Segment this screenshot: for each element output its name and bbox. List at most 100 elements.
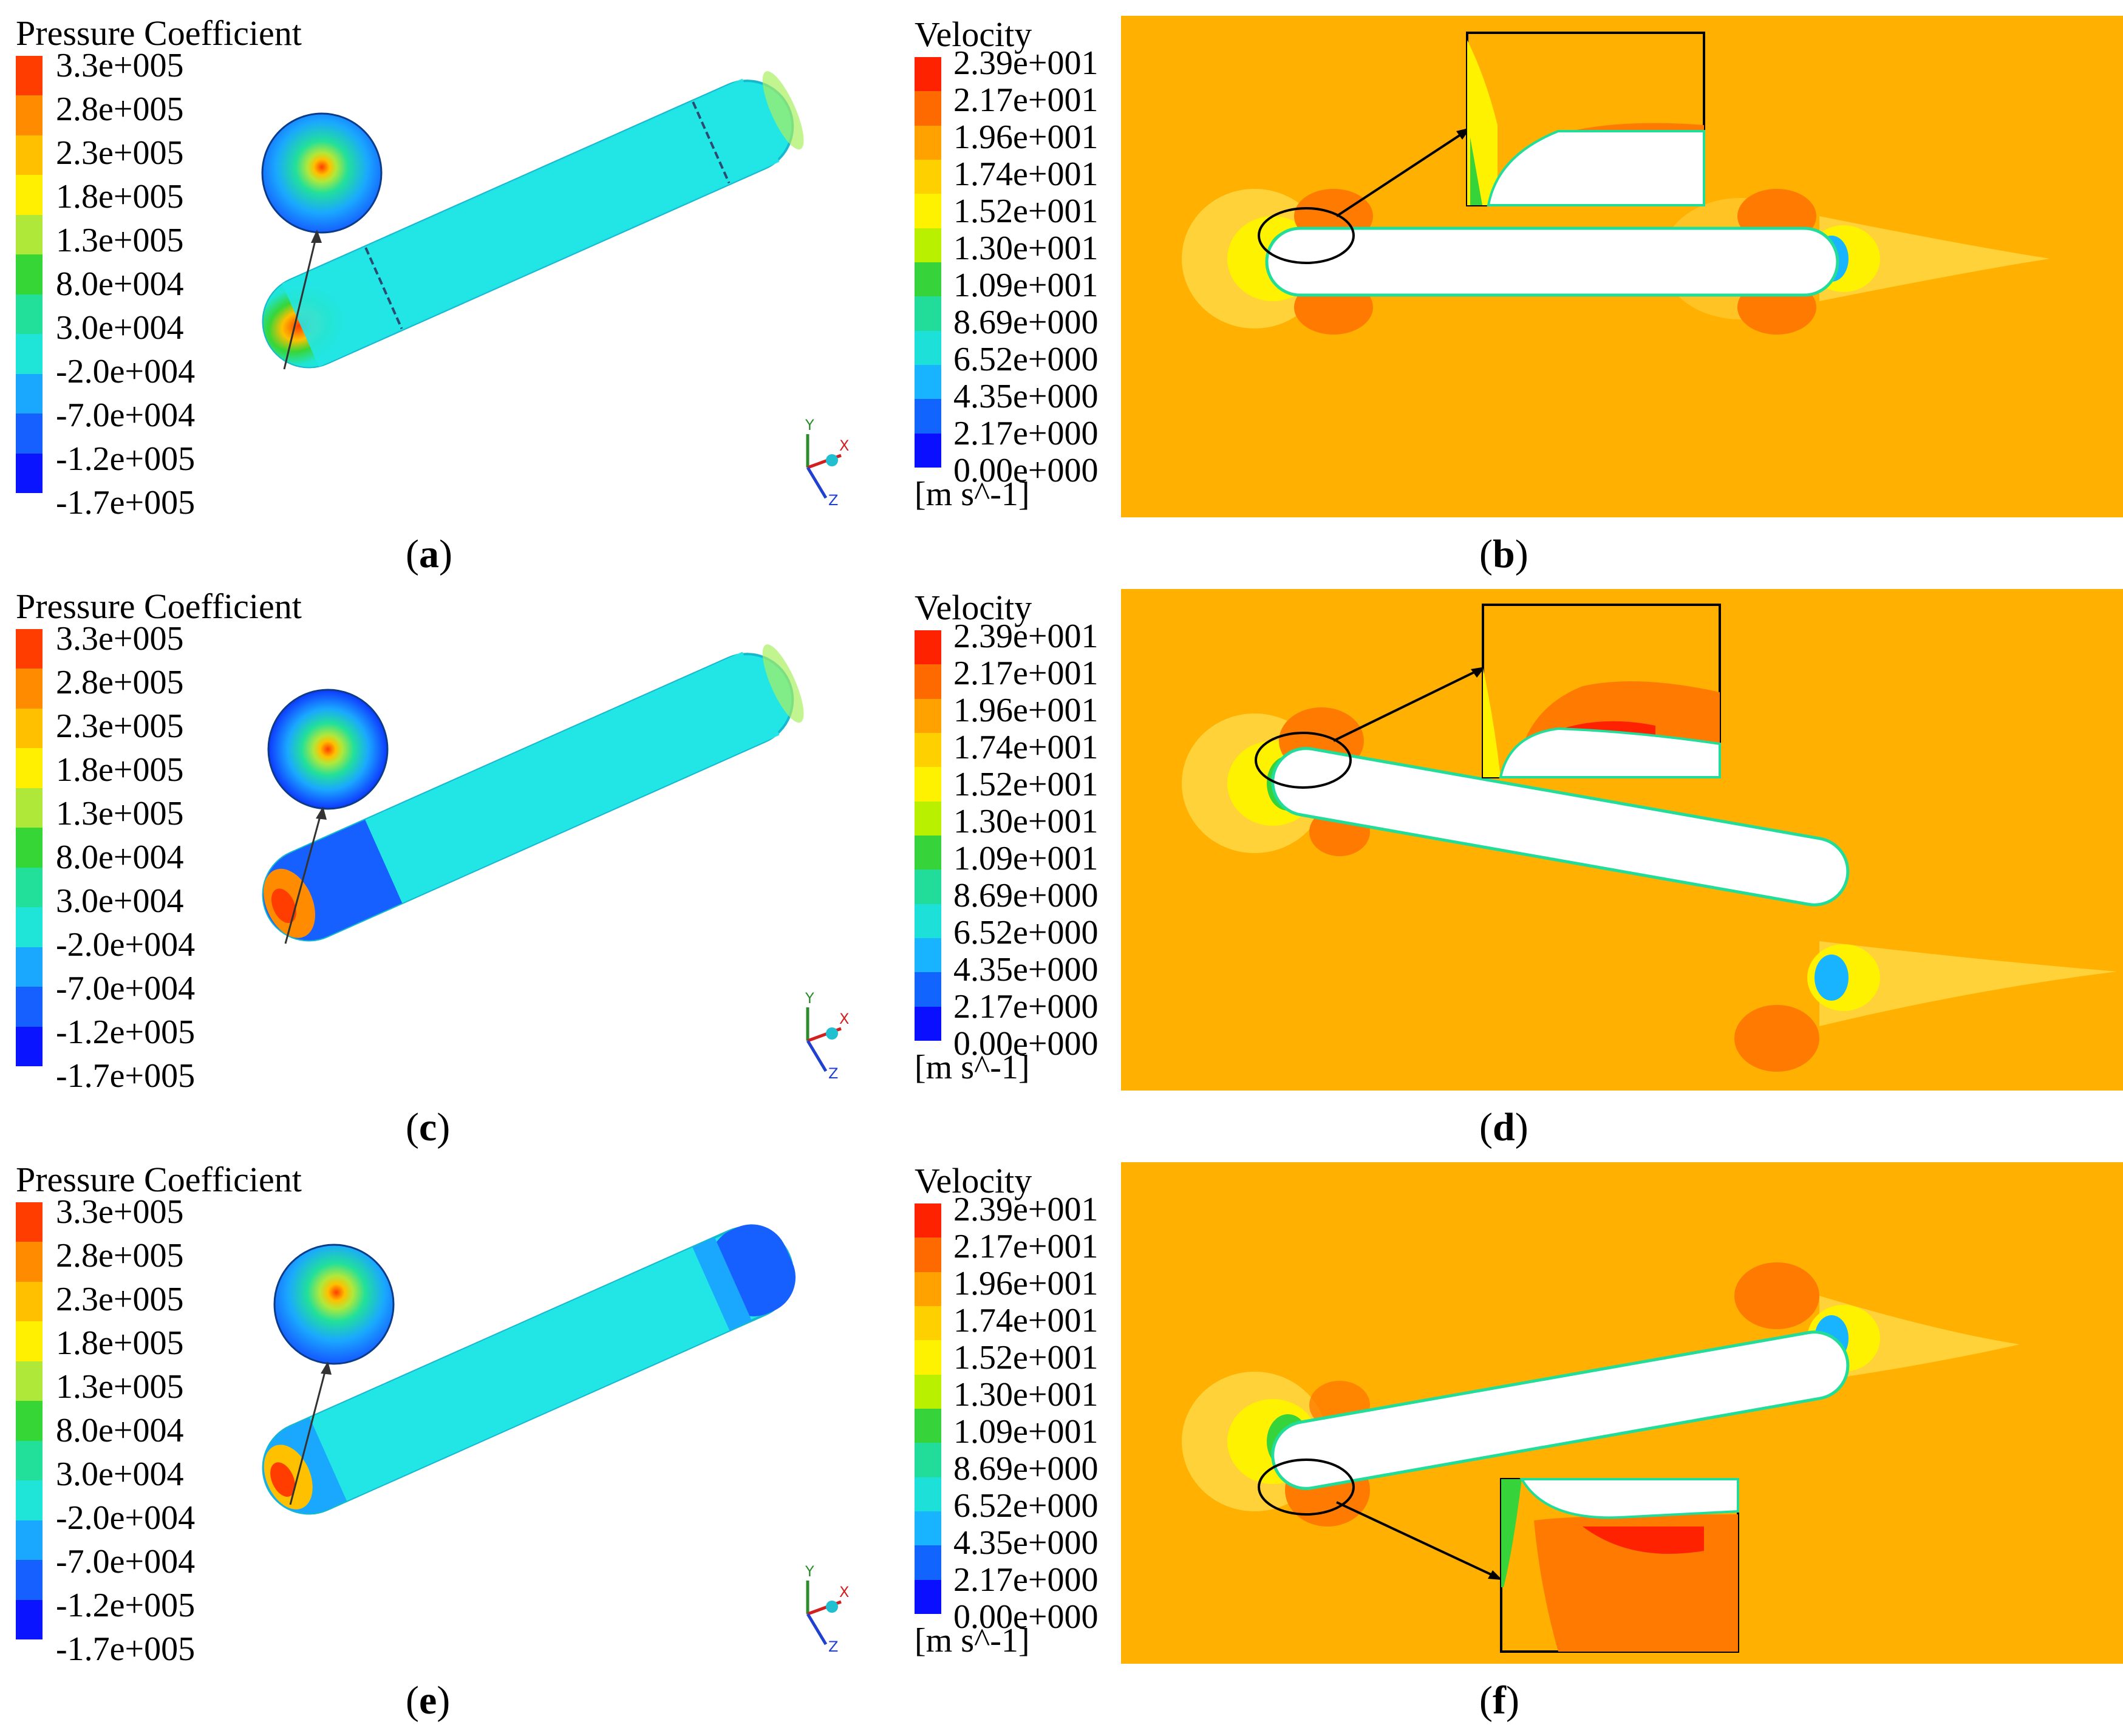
colorbar-swatch: [16, 254, 43, 294]
colorbar-swatch: [915, 630, 941, 665]
colorbar-swatch: [915, 1443, 941, 1477]
axis-z-label: Z: [828, 1065, 838, 1082]
caption-a: (a): [406, 532, 452, 576]
colorbar-swatch: [16, 1401, 43, 1441]
legend-tick-label: 2.3e+005: [56, 707, 184, 745]
colorbar-swatch: [16, 294, 43, 335]
velocity-legend-title: Velocity: [915, 1161, 1032, 1200]
legend-tick-label: 1.52e+001: [953, 766, 1099, 803]
pressure-legend-title: Pressure Coefficient: [16, 1160, 302, 1199]
legend-tick-label: 2.8e+005: [56, 1237, 184, 1275]
colorbar-swatch: [915, 801, 941, 836]
legend-tick-label: 8.0e+004: [56, 1412, 184, 1449]
colorbar-swatch: [16, 669, 43, 709]
legend-tick-label: 0.00e+000: [953, 1025, 1099, 1063]
pressure-colorbar: [16, 629, 43, 1066]
colorbar-swatch: [915, 870, 941, 904]
legend-tick-label: -1.2e+005: [56, 1587, 196, 1624]
colorbar-swatch: [915, 57, 941, 92]
colorbar-swatch: [16, 1361, 43, 1401]
colorbar-swatch: [915, 1579, 941, 1614]
legend-tick-label: 2.39e+001: [953, 44, 1099, 82]
legend-tick-label: 6.52e+000: [953, 341, 1099, 378]
colorbar-swatch: [915, 1340, 941, 1375]
legend-tick-label: 1.74e+001: [953, 729, 1099, 766]
legend-tick-label: 1.3e+005: [56, 222, 184, 259]
colorbar-swatch: [16, 373, 43, 414]
legend-tick-label: 2.17e+000: [953, 1561, 1099, 1599]
colorbar-swatch: [16, 1480, 43, 1520]
colorbar-swatch: [915, 1203, 941, 1238]
axis-z-label: Z: [828, 492, 838, 509]
legend-tick-label: 0.00e+000: [953, 1598, 1099, 1636]
colorbar-swatch: [16, 1281, 43, 1322]
legend-tick-label: 1.30e+001: [953, 1376, 1099, 1414]
legend-tick-label: 1.74e+001: [953, 155, 1099, 193]
caption-c: (c): [406, 1105, 451, 1149]
legend-tick-label: 4.35e+000: [953, 378, 1099, 415]
pressure-legend-title: Pressure Coefficient: [16, 13, 302, 53]
colorbar-swatch: [915, 767, 941, 802]
legend-tick-label: 2.3e+005: [56, 1281, 184, 1318]
legend-tick-label: 1.8e+005: [56, 751, 184, 789]
axis-y-label: Y: [805, 1563, 814, 1580]
legend-tick-label: 1.8e+005: [56, 1324, 184, 1362]
legend-tick-label: 2.3e+005: [56, 134, 184, 172]
velocity-contour-field: [1121, 589, 2123, 1091]
legend-tick-label: 1.09e+001: [953, 267, 1099, 304]
legend-tick-label: 1.96e+001: [953, 1265, 1099, 1302]
legend-tick-label: 8.0e+004: [56, 265, 184, 303]
colorbar-swatch: [16, 788, 43, 828]
colorbar-swatch: [16, 629, 43, 669]
pressure-colorbar: [16, 1202, 43, 1639]
legend-tick-label: 2.8e+005: [56, 664, 184, 701]
velocity-colorbar: [915, 630, 941, 1041]
colorbar-swatch: [915, 1305, 941, 1341]
colorbar-swatch: [915, 296, 941, 331]
legend-tick-label: 8.69e+000: [953, 304, 1099, 341]
colorbar-swatch: [16, 214, 43, 255]
legend-tick-label: 0.00e+000: [953, 452, 1099, 489]
velocity-colorbar: [915, 1203, 941, 1614]
legend-tick-label: 3.0e+004: [56, 309, 184, 347]
legend-tick-label: -1.2e+005: [56, 440, 196, 478]
colorbar-swatch: [915, 972, 941, 1007]
colorbar-swatch: [915, 159, 941, 194]
legend-tick-label: -2.0e+004: [56, 926, 196, 964]
pressure-legend-title: Pressure Coefficient: [16, 587, 302, 626]
colorbar-swatch: [915, 330, 941, 365]
colorbar-swatch: [915, 904, 941, 938]
legend-tick-label: 2.8e+005: [56, 90, 184, 128]
legend-tick-label: 1.52e+001: [953, 192, 1099, 230]
colorbar-swatch: [915, 399, 941, 434]
colorbar-swatch: [915, 1374, 941, 1409]
colorbar-swatch: [915, 1477, 941, 1511]
legend-tick-label: 2.17e+001: [953, 81, 1099, 119]
colorbar-swatch: [915, 125, 941, 160]
colorbar-swatch: [16, 1520, 43, 1561]
legend-tick-label: -1.7e+005: [56, 1057, 196, 1095]
legend-tick-label: -2.0e+004: [56, 1499, 196, 1537]
legend-tick-label: 3.0e+004: [56, 1455, 184, 1493]
legend-tick-label: 1.30e+001: [953, 230, 1099, 267]
colorbar-swatch: [16, 135, 43, 175]
legend-tick-label: 1.8e+005: [56, 178, 184, 216]
colorbar-swatch: [915, 1006, 941, 1041]
legend-tick-label: 1.09e+001: [953, 840, 1099, 877]
axis-y-label: Y: [805, 417, 814, 434]
legend-tick-label: 6.52e+000: [953, 914, 1099, 951]
legend-tick-label: 3.3e+005: [56, 620, 184, 658]
axis-x-label: X: [839, 1584, 849, 1601]
colorbar-swatch: [16, 453, 43, 493]
colorbar-swatch: [16, 1026, 43, 1066]
legend-tick-label: 1.96e+001: [953, 692, 1099, 729]
legend-tick-label: 2.17e+000: [953, 988, 1099, 1026]
legend-tick-label: -1.7e+005: [56, 1630, 196, 1668]
colorbar-swatch: [16, 1440, 43, 1481]
colorbar-swatch: [16, 1202, 43, 1242]
